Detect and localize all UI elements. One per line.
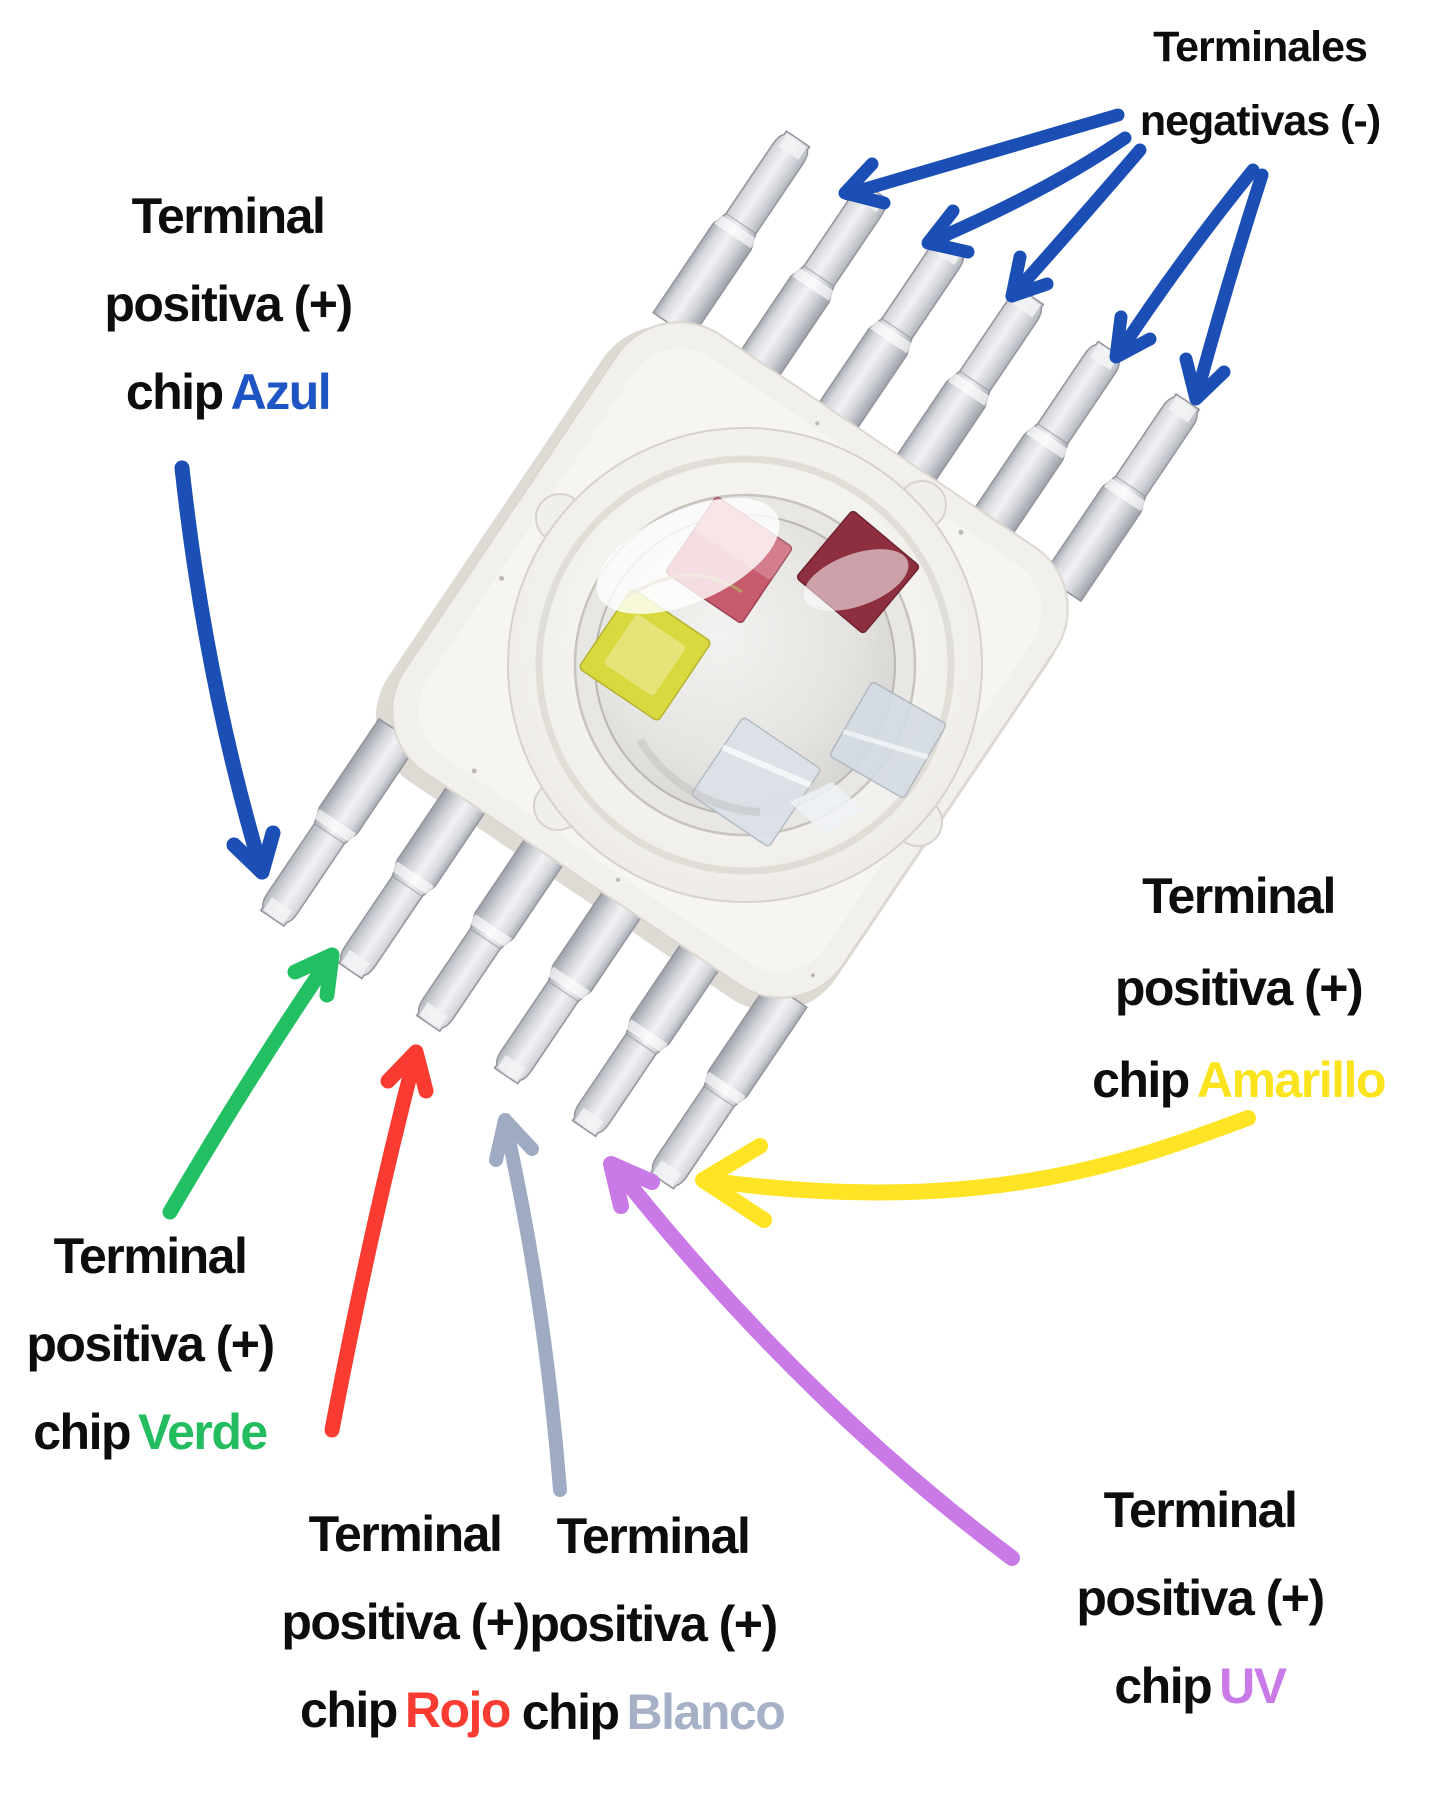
label-line2: positiva (+)	[529, 1596, 778, 1652]
label-line1: Terminal	[1103, 1482, 1298, 1538]
label-line1: Terminal	[131, 188, 326, 244]
led-lens-highlights	[596, 498, 909, 834]
arrow-positive-amarillo	[695, 1110, 1256, 1228]
label-line2: positiva (+)	[1114, 960, 1364, 1016]
led-die-yellow	[579, 589, 711, 721]
chip-name-blanco: Blanco	[626, 1684, 786, 1740]
label-line1: Terminal	[308, 1506, 503, 1562]
arrow-positive-rojo	[324, 1044, 434, 1438]
chip-name-verde: Verde	[138, 1404, 268, 1460]
chip-prefix: chip	[125, 364, 224, 420]
arrow-negative-5	[1179, 168, 1269, 406]
label-line2: positiva (+)	[26, 1316, 275, 1372]
chip-prefix: chip	[1092, 1052, 1190, 1108]
arrow-positive-uv	[603, 1156, 1020, 1566]
chip-name-amarillo: Amarillo	[1196, 1052, 1387, 1108]
arrow-negative-2	[921, 131, 1132, 259]
led-dome	[507, 427, 983, 903]
label-line1: Terminales	[1153, 23, 1368, 71]
chip-prefix: chip	[1114, 1658, 1212, 1714]
arrow-positive-verde	[162, 947, 340, 1220]
led-die-clear-right	[829, 681, 947, 799]
arrow-negative-3	[1005, 143, 1147, 303]
label-line2: negativas (-)	[1139, 97, 1381, 145]
chip-prefix: chip	[521, 1684, 620, 1740]
label-line2: positiva (+)	[1076, 1570, 1325, 1626]
led-flange-ring	[535, 455, 955, 875]
label-line1: Terminal	[53, 1228, 248, 1284]
chip-name-rojo: Rojo	[404, 1682, 512, 1738]
chip-name-azul: Azul	[230, 364, 332, 420]
label-line1: Terminal	[556, 1508, 751, 1564]
chip-name-uv: UV	[1219, 1658, 1287, 1714]
arrow-negative-4	[1109, 163, 1260, 364]
led-dies	[579, 496, 947, 847]
chip-prefix: chip	[300, 1682, 398, 1738]
label-line2: positiva (+)	[281, 1594, 530, 1650]
arrow-negative-1	[838, 108, 1125, 210]
arrow-positive-blanco	[489, 1113, 567, 1497]
label-line1: Terminal	[1142, 868, 1336, 924]
arrow-positive-azul	[174, 460, 281, 880]
chip-prefix: chip	[33, 1404, 131, 1460]
led-die-clear-left	[691, 717, 821, 847]
arrows-negative	[838, 108, 1269, 406]
label-line2: positiva (+)	[104, 276, 353, 332]
label-terminales-negativas: Terminales negativas (-)	[1075, 10, 1445, 158]
